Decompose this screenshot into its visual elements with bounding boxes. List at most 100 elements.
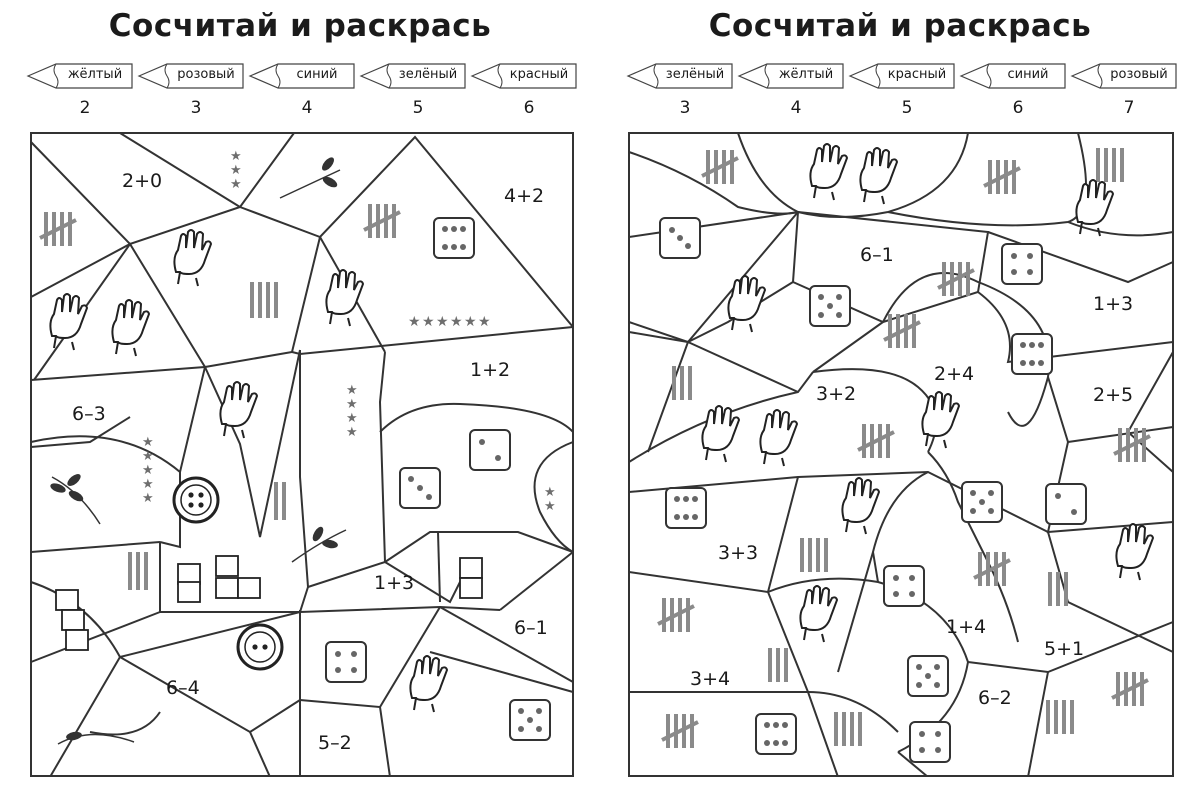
legend-pencil: синий 6 bbox=[959, 62, 1067, 118]
expression-label: 5–2 bbox=[318, 732, 352, 754]
coloring-board-svg: 2+0 4+2 6–3 1+2 1+3 6–1 6–4 5–2 ★★★ bbox=[30, 132, 574, 777]
svg-text:★: ★ bbox=[346, 383, 358, 398]
tally-marks-icon bbox=[800, 538, 828, 572]
legend-pencil: красный 6 bbox=[470, 62, 578, 118]
pencil-icon bbox=[626, 63, 733, 89]
die-icon bbox=[665, 487, 707, 529]
svg-text:★: ★ bbox=[142, 463, 154, 478]
legend-number: 7 bbox=[1123, 98, 1135, 118]
legend-pencil: жёлтый 2 bbox=[26, 62, 134, 118]
expression-label: 2+0 bbox=[122, 170, 162, 192]
expression-label: 6–1 bbox=[514, 617, 548, 639]
die-icon bbox=[961, 481, 1003, 523]
svg-text:★: ★ bbox=[464, 314, 477, 330]
tally-marks-icon bbox=[250, 282, 278, 318]
worksheet-left: Сосчитай и раскрась жёлтый 2 розовый 3 с… bbox=[26, 8, 578, 777]
tally-marks-icon bbox=[128, 552, 148, 590]
expression-label: 1+3 bbox=[374, 572, 414, 594]
expression-label: 4+2 bbox=[504, 185, 544, 207]
legend-pencil: жёлтый 4 bbox=[737, 62, 845, 118]
pencil-icon bbox=[359, 63, 466, 89]
expression-label: 5+1 bbox=[1044, 638, 1084, 660]
die-icon bbox=[399, 467, 441, 509]
svg-text:★: ★ bbox=[230, 149, 242, 164]
leaf-branch-icon bbox=[291, 526, 347, 563]
legend-pencil: зелёный 5 bbox=[359, 62, 467, 118]
pencil-icon bbox=[470, 63, 577, 89]
svg-text:★: ★ bbox=[142, 449, 154, 464]
legend-number: 6 bbox=[1012, 98, 1024, 118]
expression-label: 3+3 bbox=[718, 542, 758, 564]
legend-color-name: красный bbox=[509, 67, 569, 82]
svg-text:★: ★ bbox=[544, 499, 556, 514]
legend-pencil: розовый 3 bbox=[137, 62, 245, 118]
legend-color-name: зелёный bbox=[398, 67, 458, 82]
expression-label: 6–1 bbox=[860, 244, 894, 266]
leaf-branch-icon bbox=[279, 157, 341, 199]
tally-marks-icon bbox=[834, 712, 862, 746]
die-icon bbox=[433, 217, 475, 259]
die-icon bbox=[325, 641, 367, 683]
svg-text:★: ★ bbox=[436, 314, 449, 330]
legend-color-name: зелёный bbox=[665, 67, 725, 82]
expression-label: 6–3 bbox=[72, 403, 106, 425]
svg-text:★: ★ bbox=[230, 163, 242, 178]
svg-text:★: ★ bbox=[346, 425, 358, 440]
die-icon bbox=[809, 285, 851, 327]
legend-number: 3 bbox=[679, 98, 691, 118]
legend-color-name: красный bbox=[887, 67, 947, 82]
die-icon bbox=[469, 429, 511, 471]
legend-color-name: розовый bbox=[1110, 67, 1168, 82]
pencil-icon bbox=[137, 63, 244, 89]
legend-pencil: синий 4 bbox=[248, 62, 356, 118]
worksheet-right: Сосчитай и раскрась зелёный 3 жёлтый 4 к… bbox=[600, 0, 1200, 802]
button-icon bbox=[172, 476, 220, 524]
cubes-icon bbox=[177, 555, 261, 603]
pencil-icon bbox=[248, 63, 355, 89]
legend-color-name: розовый bbox=[177, 67, 235, 82]
region-lines bbox=[628, 132, 1174, 777]
leaf-branch-icon bbox=[57, 731, 135, 745]
stars-icon: ★★★★★ bbox=[142, 435, 154, 506]
die-icon bbox=[755, 713, 797, 755]
tally-marks-icon bbox=[1096, 148, 1124, 182]
die-icon bbox=[907, 655, 949, 697]
expression-label: 1+3 bbox=[1093, 293, 1133, 315]
pencil-icon bbox=[26, 63, 133, 89]
legend-color-name: жёлтый bbox=[67, 67, 123, 82]
cubes-icon bbox=[459, 557, 483, 599]
expression-label: 3+4 bbox=[690, 668, 730, 690]
legend-pencil: розовый 7 bbox=[1070, 62, 1178, 118]
die-icon bbox=[1001, 243, 1043, 285]
svg-text:★: ★ bbox=[142, 435, 154, 450]
stars-icon: ★★★★ bbox=[346, 383, 358, 440]
expression-label: 1+4 bbox=[946, 616, 986, 638]
page-title: Сосчитай и раскрась bbox=[108, 8, 492, 44]
tally-marks-icon bbox=[1046, 700, 1074, 734]
pencil-icon bbox=[848, 63, 955, 89]
svg-text:★: ★ bbox=[230, 177, 242, 192]
legend-number: 6 bbox=[523, 98, 535, 118]
die-icon bbox=[509, 699, 551, 741]
stars-icon: ★★★ ★★★ bbox=[408, 314, 491, 330]
coloring-board: 2+0 4+2 6–3 1+2 1+3 6–1 6–4 5–2 ★★★ bbox=[30, 132, 574, 777]
svg-text:★: ★ bbox=[142, 491, 154, 506]
legend-pencil: зелёный 3 bbox=[626, 62, 734, 118]
legend-number: 5 bbox=[412, 98, 424, 118]
svg-text:★: ★ bbox=[450, 314, 463, 330]
expression-label: 1+2 bbox=[470, 359, 510, 381]
svg-text:★: ★ bbox=[408, 314, 421, 330]
legend-number: 2 bbox=[79, 98, 91, 118]
stars-icon: ★★★ bbox=[230, 149, 242, 192]
svg-text:★: ★ bbox=[346, 411, 358, 426]
board-frame bbox=[628, 132, 1174, 777]
page-title: Сосчитай и раскрась bbox=[708, 8, 1092, 44]
svg-text:★: ★ bbox=[544, 485, 556, 500]
coloring-board-svg: 6–1 1+3 3+2 2+4 2+5 3+3 1+4 5+1 3+4 6–2 bbox=[628, 132, 1174, 777]
legend-number: 3 bbox=[190, 98, 202, 118]
expression-label: 3+2 bbox=[816, 383, 856, 405]
legend-pencil: красный 5 bbox=[848, 62, 956, 118]
expression-label: 6–4 bbox=[166, 677, 200, 699]
legend-color-name: синий bbox=[296, 67, 338, 82]
tally-marks-icon bbox=[768, 648, 788, 682]
